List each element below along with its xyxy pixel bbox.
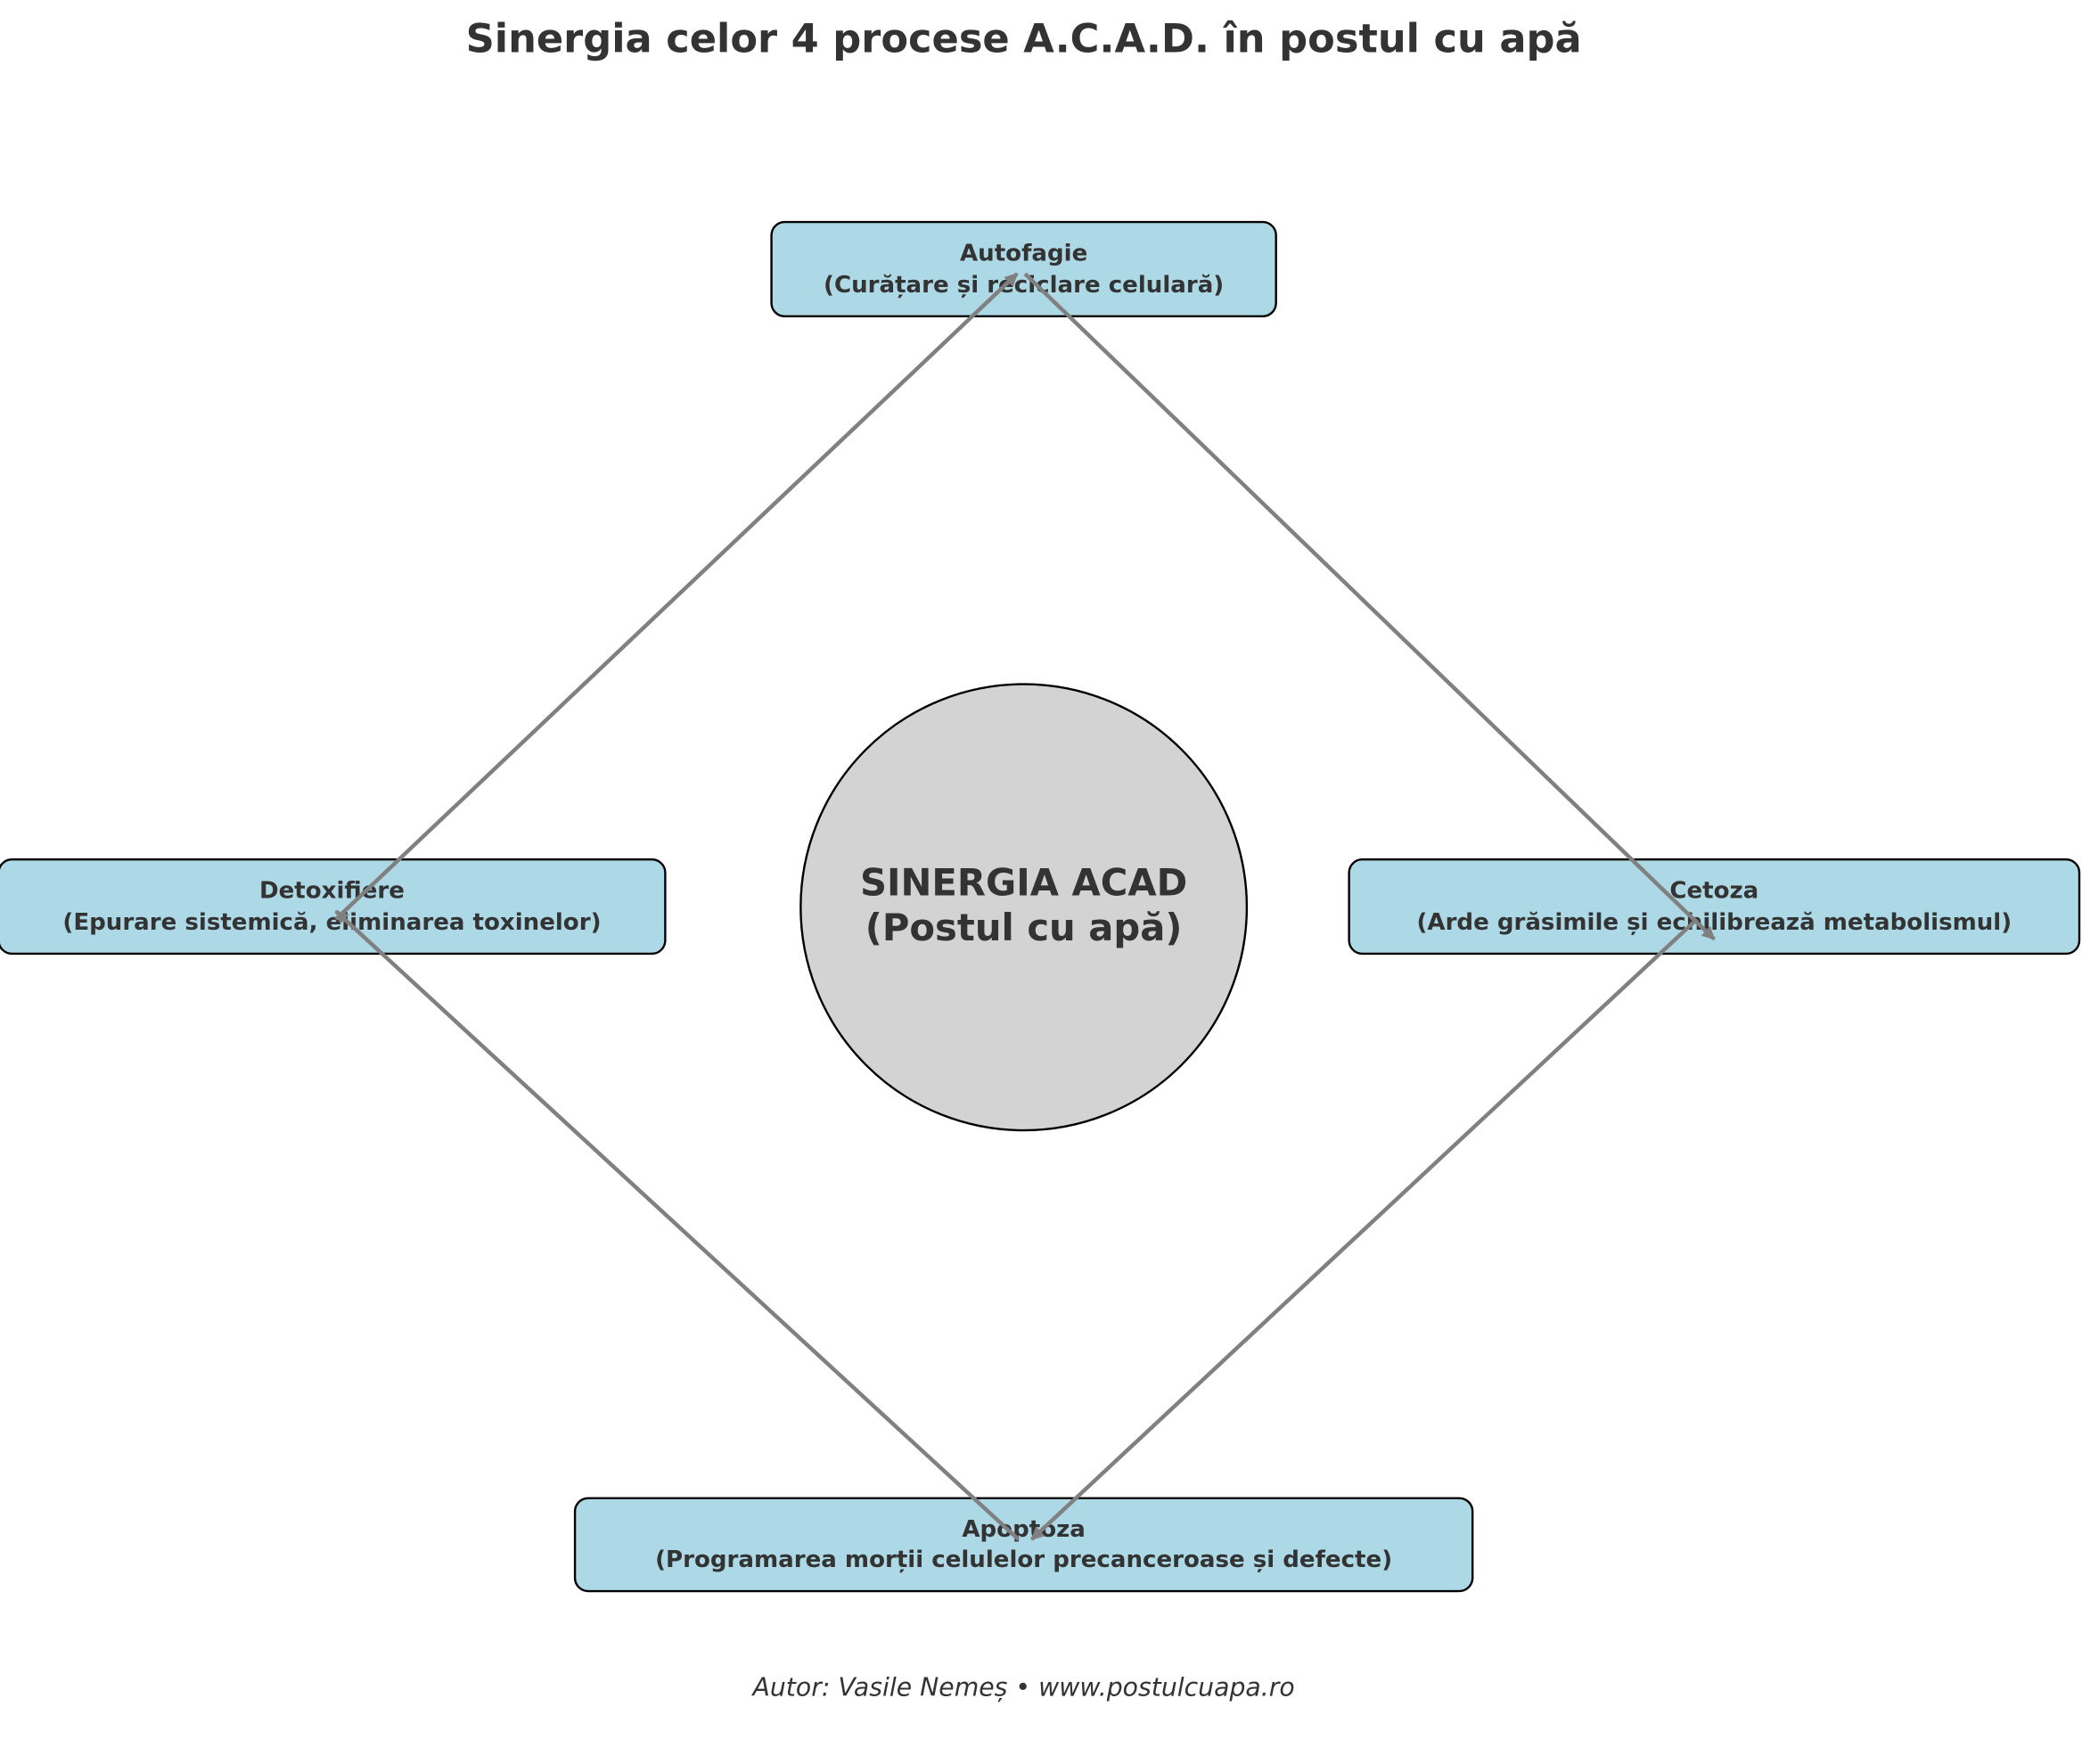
node-detoxifiere: Detoxifiere (Epurare sistemică, eliminar… <box>0 857 667 956</box>
node-title: Cetoza <box>1669 877 1758 904</box>
node-description: (Epurare sistemică, eliminarea toxinelor… <box>62 909 601 936</box>
center-title: SINERGIA ACAD <box>860 860 1187 904</box>
arrow-apoptoza-to-detoxifiere <box>334 909 1021 1541</box>
node-apoptoza: Apoptoza (Programarea morții celulelor p… <box>573 1497 1474 1593</box>
center-subtitle: (Postul cu apă) <box>865 906 1183 949</box>
node-cetoza: Cetoza (Arde grăsimile și echilibrează m… <box>1348 857 2081 956</box>
node-autofagie: Autofagie (Curățare și reciclare celular… <box>770 220 1277 318</box>
arrow-autofagie-to-cetoza <box>1023 272 1716 941</box>
arrow-detoxifiere-to-autofagie <box>334 272 1019 921</box>
center-circle <box>799 683 1249 1132</box>
node-title: Apoptoza <box>962 1516 1086 1543</box>
author-footer: Autor: Vasile Nemeș • www.postulcuapa.ro <box>751 1673 1295 1702</box>
diagram-title: Sinergia celor 4 procese A.C.A.D. în pos… <box>466 15 1582 62</box>
node-title: Detoxifiere <box>259 877 405 904</box>
node-description: (Curățare și reciclare celulară) <box>824 272 1224 299</box>
node-description: (Programarea morții celulelor precancero… <box>655 1547 1392 1573</box>
node-title: Autofagie <box>960 240 1087 267</box>
node-description: (Arde grăsimile și echilibrează metaboli… <box>1417 909 2012 936</box>
arrow-cetoza-to-apoptoza <box>1030 917 1699 1541</box>
